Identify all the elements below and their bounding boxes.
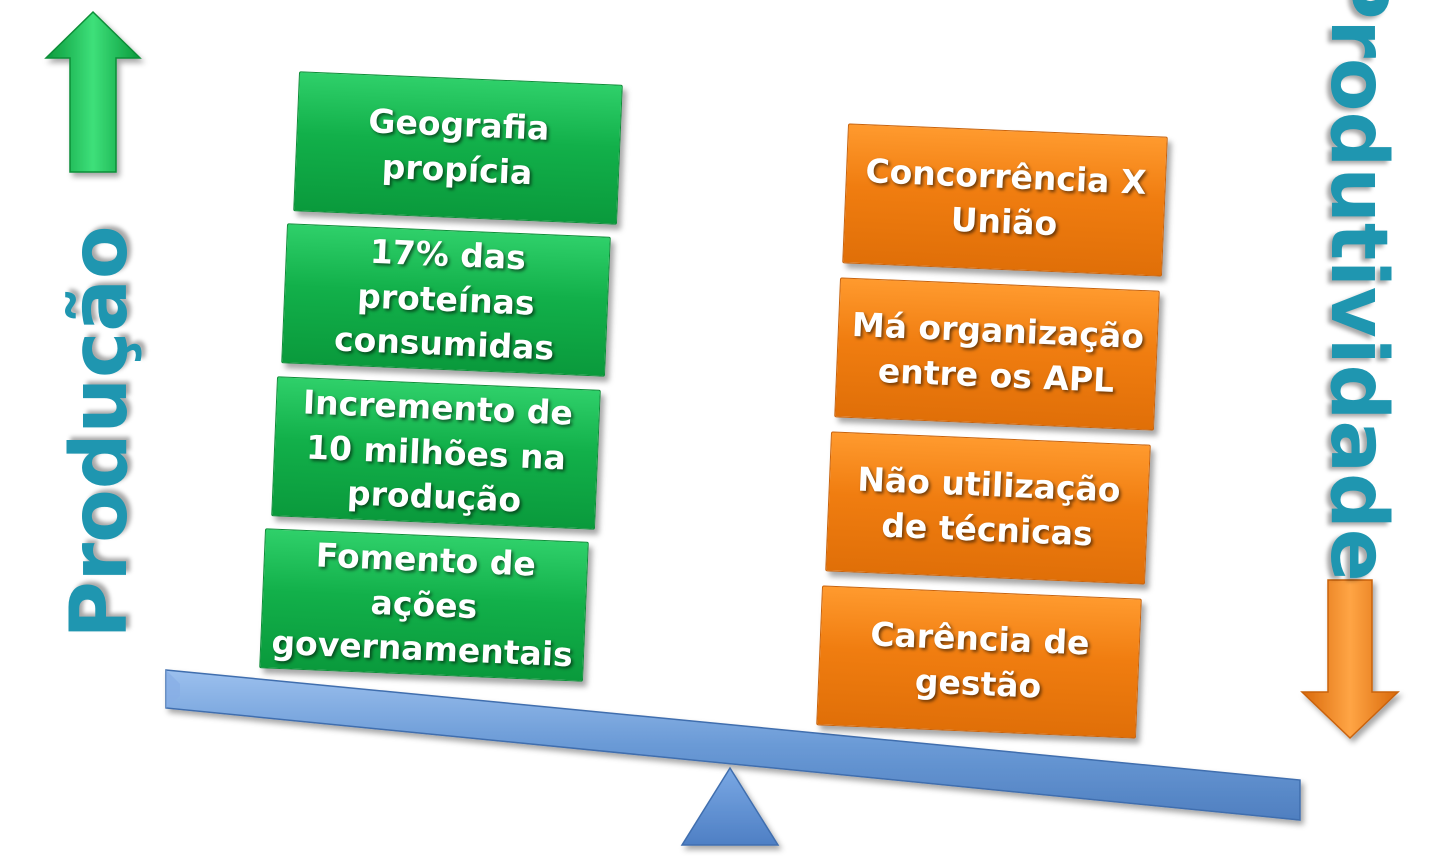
right-box-text: Concorrência X União [864, 151, 1148, 244]
right-box-concorrencia: Concorrência X União [842, 123, 1168, 277]
down-arrow-icon [1300, 579, 1400, 740]
right-box-text: Má organização entre os APL [851, 305, 1145, 400]
right-axis-label: Produtividade [1313, 0, 1403, 582]
right-box-tecnicas: Não utilização de técnicas [825, 431, 1151, 585]
triangle-fulcrum-icon [680, 766, 780, 846]
left-box-text: Incremento de 10 milhões na produção [302, 382, 574, 520]
left-box-fomento: Fomento de ações governamentais [259, 528, 589, 682]
left-axis-label: Produção [55, 225, 145, 639]
left-box-geografia: Geografia propícia [293, 71, 623, 225]
left-box-proteinas: 17% das proteínas consumidas [281, 223, 611, 377]
right-box-text: Não utilização de técnicas [856, 459, 1122, 554]
up-arrow-icon [44, 10, 142, 173]
left-box-text: Geografia propícia [367, 101, 551, 193]
balance-beam [165, 669, 1301, 821]
right-box-text: Carência de gestão [869, 614, 1091, 706]
right-box-gestao: Carência de gestão [816, 585, 1142, 739]
right-box-organizacao: Má organização entre os APL [834, 277, 1160, 431]
left-box-text: Fomento de ações governamentais [270, 535, 574, 675]
left-box-incremento: Incremento de 10 milhões na produção [271, 376, 601, 530]
left-box-text: 17% das proteínas consumidas [333, 231, 555, 368]
